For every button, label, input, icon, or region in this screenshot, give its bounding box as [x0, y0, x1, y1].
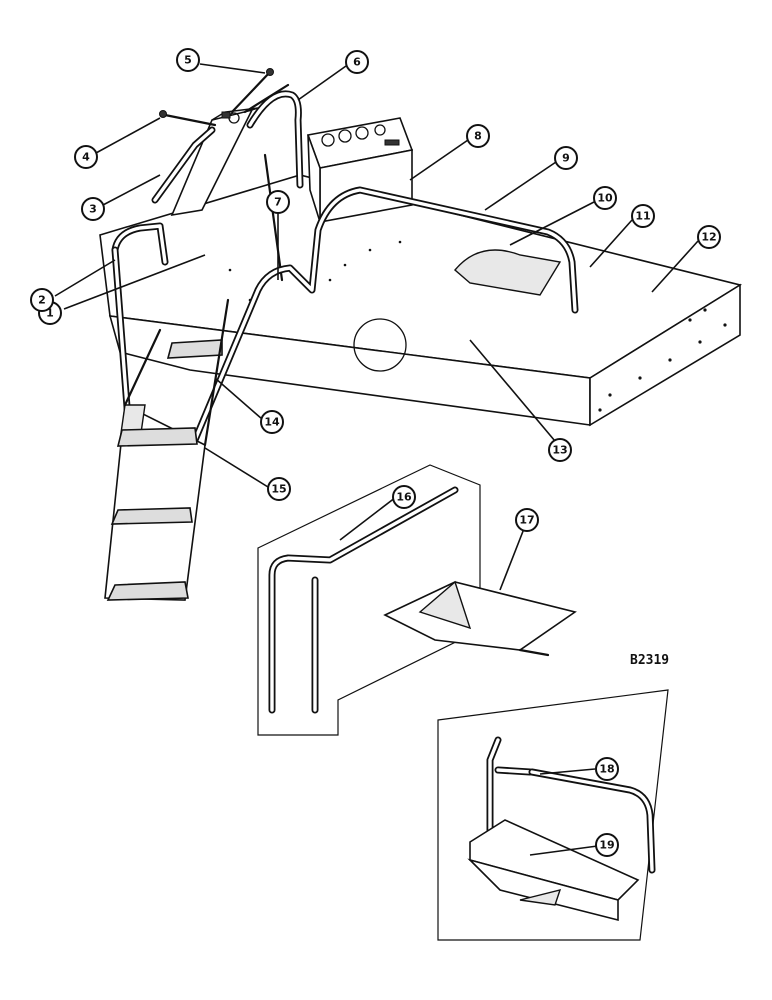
instrument-console: [306, 117, 414, 223]
svg-text:3: 3: [89, 203, 97, 216]
svg-text:6: 6: [353, 56, 361, 69]
center-cover: [454, 249, 562, 296]
ladder: [104, 298, 230, 601]
operator-platform: [99, 174, 743, 427]
svg-text:7: 7: [274, 196, 282, 209]
svg-text:9: 9: [562, 152, 570, 165]
svg-text:13: 13: [552, 444, 567, 457]
control-tower: [159, 68, 290, 282]
callout-3: 3: [81, 197, 105, 221]
svg-text:4: 4: [82, 151, 90, 164]
svg-text:15: 15: [271, 483, 286, 496]
svg-text:8: 8: [474, 130, 482, 143]
callout-8: 8: [466, 124, 490, 148]
svg-text:10: 10: [597, 192, 613, 205]
callout-19: 19: [595, 833, 619, 857]
callout-6: 6: [345, 50, 369, 74]
callout-14: 14: [260, 410, 284, 434]
callout-17: 17: [515, 508, 539, 532]
inset-16-17: [257, 464, 577, 736]
svg-text:5: 5: [184, 54, 192, 67]
callout-18: 18: [595, 757, 619, 781]
svg-text:12: 12: [701, 231, 716, 244]
svg-text:14: 14: [264, 416, 280, 429]
svg-text:1: 1: [46, 307, 54, 320]
callout-11: 11: [631, 204, 655, 228]
svg-text:2: 2: [38, 294, 46, 307]
callout-4: 4: [74, 145, 98, 169]
drawing-reference: B2319: [630, 653, 669, 668]
handrails: [111, 90, 579, 444]
callouts: 1 2 3 4 5 6 7 8 9 10 11 12 13 14 15 16 1…: [30, 48, 721, 857]
callout-16: 16: [392, 485, 416, 509]
callout-10: 10: [593, 186, 617, 210]
svg-text:19: 19: [599, 839, 614, 852]
callout-9: 9: [554, 146, 578, 170]
callout-7: 7: [266, 190, 290, 214]
svg-text:11: 11: [635, 210, 650, 223]
callout-5: 5: [176, 48, 200, 72]
svg-text:18: 18: [599, 763, 614, 776]
svg-text:16: 16: [396, 491, 412, 504]
callout-12: 12: [697, 225, 721, 249]
inset-18-19: [437, 689, 669, 941]
svg-text:17: 17: [519, 514, 534, 527]
callout-15: 15: [267, 477, 291, 501]
access-cover: [353, 318, 407, 372]
callout-13: 13: [548, 438, 572, 462]
callout-2: 2: [30, 288, 54, 312]
